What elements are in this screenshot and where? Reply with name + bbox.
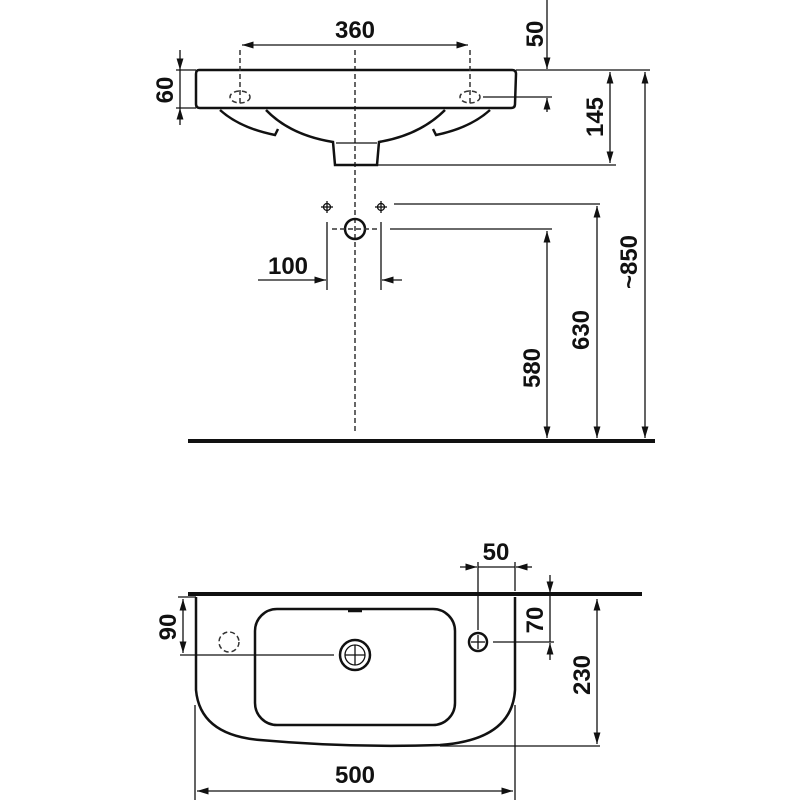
top-view: 90 50 70 230 500 xyxy=(155,539,642,800)
tap-hole-left xyxy=(229,50,251,105)
basin-rim xyxy=(194,68,518,110)
dim-basin-depth: 145 xyxy=(582,97,609,137)
dim-supply-height: 630 xyxy=(568,310,595,350)
basin-bowl xyxy=(219,109,491,167)
dim-waste-height: 580 xyxy=(519,348,546,388)
basin-outline xyxy=(194,597,517,748)
dim-tap-from-edge: 50 xyxy=(483,539,510,566)
dim-rim-height: 60 xyxy=(152,77,179,104)
supply-point-left xyxy=(321,201,333,213)
tap-hole xyxy=(467,631,489,653)
dim-projection: 230 xyxy=(569,655,596,695)
tap-hole-right xyxy=(459,50,481,105)
basin-bowl xyxy=(253,607,457,727)
dim-hole-from-top: 50 xyxy=(522,21,549,48)
dim-total-height: ~850 xyxy=(616,235,643,289)
front-view: 360 60 50 145 ~850 100 630 580 xyxy=(152,0,655,443)
dim-supply-spacing: 100 xyxy=(268,253,308,280)
optional-tap-hole xyxy=(218,631,240,653)
dim-tap-holes: 360 xyxy=(335,17,375,44)
dim-width: 500 xyxy=(335,762,375,789)
drain xyxy=(338,638,372,672)
dim-drain-from-wall: 90 xyxy=(155,614,182,641)
supply-point-right xyxy=(375,201,387,213)
dim-tap-from-wall: 70 xyxy=(522,607,549,634)
